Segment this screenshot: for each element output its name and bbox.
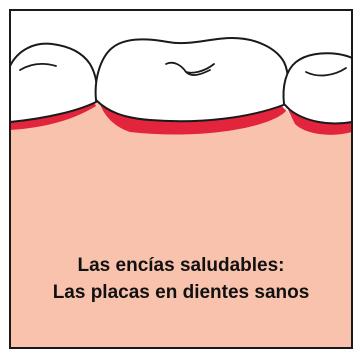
gum-line-right: [288, 110, 352, 135]
tooth-middle: [94, 37, 289, 123]
gum-tissue: [10, 102, 352, 348]
caption-subtitle: Las placas en dientes sanos: [52, 282, 310, 303]
tooth-left: [9, 42, 98, 123]
tooth-right: [282, 52, 353, 125]
caption-title: Las encías saludables:: [77, 255, 285, 276]
tooth-middle-groove: [165, 61, 215, 76]
caption: Las encías saludables: Las placas en die…: [4, 252, 358, 306]
frame-border: [9, 9, 353, 349]
tooth-left-groove: [19, 63, 57, 71]
tooth-right-groove: [305, 67, 347, 77]
